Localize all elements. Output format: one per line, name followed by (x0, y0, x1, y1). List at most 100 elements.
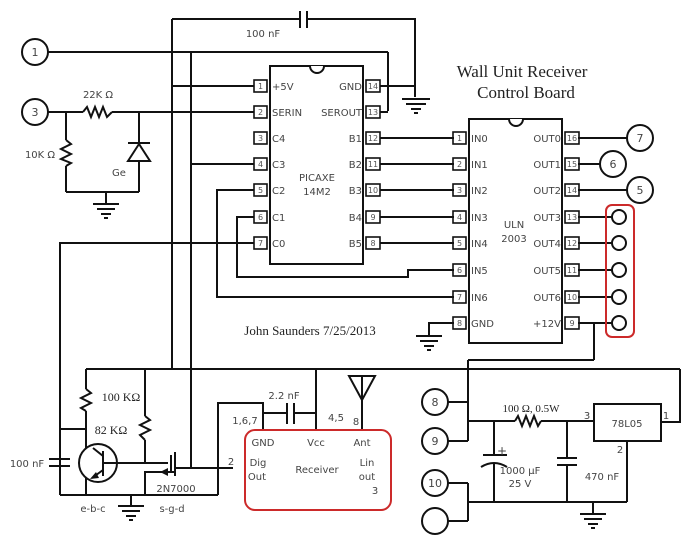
receiver-wiring (217, 369, 377, 495)
connector-10[interactable] (421, 507, 449, 535)
ground-symbol (416, 335, 442, 351)
pin-number: 2 (457, 160, 462, 169)
connector-4[interactable]: 5 (626, 176, 654, 204)
pin-label: GND (339, 82, 362, 93)
pin-label: OUT3 (533, 213, 561, 224)
connector-6[interactable]: 7 (626, 124, 654, 152)
pin-number: 9 (569, 319, 574, 328)
uln-pin-1: 1 IN0 (452, 131, 488, 145)
pin-label: C2 (272, 186, 285, 197)
connector-5[interactable]: 6 (599, 150, 627, 178)
connector-9[interactable]: 10 (421, 469, 449, 497)
pin-number: 5 (258, 186, 263, 195)
picaxe-pin-14: 14 GND (339, 79, 381, 93)
bottom-bus (86, 359, 681, 442)
pin-number: 11 (368, 160, 378, 169)
power-supply (448, 403, 662, 529)
label-100ohm: 100 Ω, 0.5W (502, 403, 560, 415)
connector-label: 9 (432, 435, 439, 448)
rx-pin-gnd: 1,6,7 (232, 416, 257, 427)
pin-number: 15 (567, 160, 577, 169)
connector-1[interactable]: 1 (21, 38, 49, 66)
pin-number: 8 (370, 239, 375, 248)
diode-ge (126, 142, 152, 162)
pin-label: IN3 (471, 213, 488, 224)
rx-lin: Lin (360, 458, 375, 469)
pin-label: IN0 (471, 134, 488, 145)
rx-dig: Dig (250, 458, 267, 469)
rx-linout: out (359, 472, 375, 483)
terminal-out4[interactable] (611, 235, 627, 251)
picaxe-name-2: 14M2 (303, 187, 331, 198)
pulldown-branch (58, 112, 140, 193)
pin-number: 1 (457, 134, 462, 143)
label-100k: 100 KΩ (102, 390, 141, 404)
reg-pin-2: 2 (617, 445, 623, 456)
pin-label: C1 (272, 213, 285, 224)
reg-pin-3: 3 (584, 411, 590, 422)
rx-ant: Ant (353, 438, 370, 449)
pin-label: B1 (349, 134, 362, 145)
connector-label: 6 (610, 158, 617, 171)
connector-7[interactable]: 8 (421, 388, 449, 416)
pin-label: GND (471, 319, 494, 330)
uln-name-2: 2003 (501, 234, 526, 245)
picaxe-pin-5: 5 C2 (253, 183, 285, 197)
pin-number: 3 (457, 186, 462, 195)
pin-label: C4 (272, 134, 285, 145)
uln-pin-8: 8 GND (452, 316, 494, 330)
terminal-out6[interactable] (611, 289, 627, 305)
connector-label: 7 (637, 132, 644, 145)
connector-8[interactable]: 9 (421, 427, 449, 455)
pin-label: IN5 (471, 266, 488, 277)
pin-label: B5 (349, 239, 362, 250)
rx-out: Out (248, 472, 266, 483)
pin-number: 9 (370, 213, 375, 222)
pin-number: 8 (457, 319, 462, 328)
connector-label: 10 (428, 477, 442, 490)
pin-number: 1 (258, 82, 263, 91)
pin-number: 7 (258, 239, 263, 248)
label-25v: 25 V (509, 479, 532, 490)
pin-number: 12 (368, 134, 378, 143)
terminal-out5[interactable] (611, 262, 627, 278)
pin-label: C3 (272, 160, 285, 171)
pin-label: IN6 (471, 293, 488, 304)
label-10k: 10K Ω (25, 150, 55, 161)
title-line2: Control Board (477, 83, 575, 102)
terminal-12v[interactable] (611, 315, 627, 331)
pin-label: B4 (349, 213, 362, 224)
label-cap-left: 100 nF (10, 459, 45, 470)
uln-chip: ULN 2003 (468, 118, 563, 344)
pin-label: +12V (533, 319, 561, 330)
ground-symbol (93, 192, 119, 219)
regulator-label: 78L05 (611, 419, 642, 430)
connector-label: 3 (32, 106, 39, 119)
pin-number: 14 (368, 82, 378, 91)
title-line1: Wall Unit Receiver (457, 62, 588, 81)
picaxe-pin-9: 9 B4 (349, 210, 381, 224)
uln-pin-6: 6 IN5 (452, 263, 488, 277)
receiver-module (244, 429, 392, 511)
pin-number: 6 (457, 266, 462, 275)
picaxe-chip: PICAXE 14M2 (269, 65, 364, 265)
rx-name: Receiver (295, 465, 339, 476)
cap-plus-sign: + (497, 444, 507, 458)
author-credit: John Saunders 7/25/2013 (244, 323, 375, 338)
pin-label: OUT1 (533, 160, 561, 171)
pin-number: 7 (457, 293, 462, 302)
terminal-out3[interactable] (611, 209, 627, 225)
uln-pin-9: 9 +12V (533, 316, 580, 330)
connector-3[interactable]: 3 (21, 98, 49, 126)
uln-name-1: ULN (504, 220, 524, 231)
rx-gnd: GND (252, 438, 275, 449)
connector-label: 1 (32, 46, 39, 59)
